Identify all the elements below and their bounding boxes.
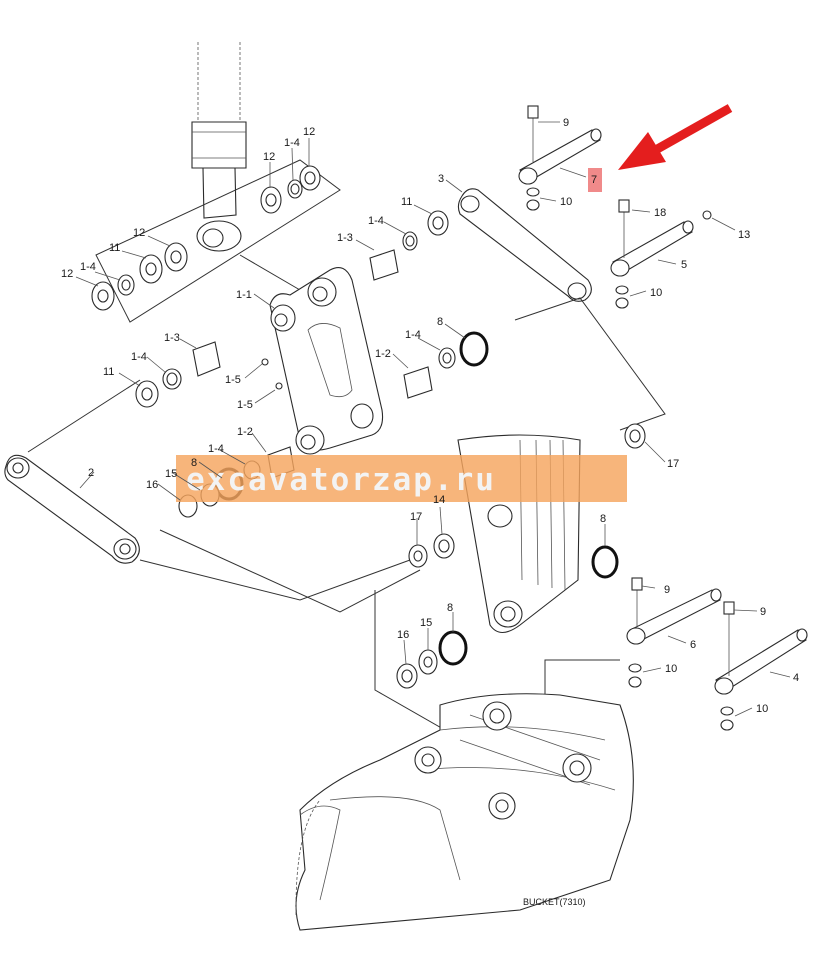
callout-9a: 9 xyxy=(563,117,569,129)
callout-1-4b: 1-4 xyxy=(80,261,96,273)
pin-part-5 xyxy=(610,199,712,309)
callout-10d: 10 xyxy=(756,703,768,715)
callout-6: 6 xyxy=(690,639,696,651)
callout-5: 5 xyxy=(681,259,687,271)
callout-4: 4 xyxy=(793,672,799,684)
callout-12b: 12 xyxy=(263,151,275,163)
callout-11b: 11 xyxy=(401,196,412,208)
callout-17a: 17 xyxy=(667,458,679,470)
leader-frame-right xyxy=(239,254,666,431)
callout-1-3a: 1-3 xyxy=(337,232,353,244)
drawing-caption: BUCKET(7310) xyxy=(523,897,586,907)
callout-leaders xyxy=(75,121,791,717)
guide-link-part-1-1 xyxy=(261,267,384,455)
callout-11c: 11 xyxy=(103,366,114,378)
callout-8c: 8 xyxy=(600,513,606,525)
callout-13: 13 xyxy=(738,229,750,241)
link-part-3 xyxy=(369,188,592,302)
upper-washers xyxy=(91,165,321,311)
pin-part-7 xyxy=(518,105,602,211)
callout-15a: 15 xyxy=(165,468,177,480)
callout-9b: 9 xyxy=(664,584,670,596)
callout-2: 2 xyxy=(88,467,94,479)
watermark-text: excavatorzap.ru xyxy=(186,462,496,498)
callout-15b: 15 xyxy=(420,617,432,629)
callout-16b: 16 xyxy=(397,629,409,641)
leader-frame-lower xyxy=(159,529,421,613)
part-7-highlight xyxy=(588,168,602,192)
callout-1-4a: 1-4 xyxy=(284,137,300,149)
washer-group-frame-upper xyxy=(95,159,341,323)
callout-1-4c: 1-4 xyxy=(368,215,384,227)
callout-18: 18 xyxy=(654,207,666,219)
link-part-2 xyxy=(4,454,140,564)
callout-9c: 9 xyxy=(760,606,766,618)
callout-1-5a: 1-5 xyxy=(225,374,241,386)
callout-12c: 12 xyxy=(133,227,145,239)
callout-1-4d: 1-4 xyxy=(405,329,421,341)
callout-1-5b: 1-5 xyxy=(237,399,253,411)
callout-8b: 8 xyxy=(191,457,197,469)
callout-12d: 12 xyxy=(61,268,73,280)
pin-part-6 xyxy=(626,577,722,688)
callout-8d: 8 xyxy=(447,602,453,614)
leader-frame-left xyxy=(27,379,411,601)
callout-10a: 10 xyxy=(560,196,572,208)
callout-labels: 12 1-4 12 12 11 1-4 12 9 7 10 3 11 1-4 1… xyxy=(61,117,799,715)
watermark-band xyxy=(176,455,627,502)
callout-12a: 12 xyxy=(303,126,315,138)
callout-1-2b: 1-2 xyxy=(237,426,253,438)
callout-8a: 8 xyxy=(437,316,443,328)
washers-17 xyxy=(408,423,646,568)
callout-1-2a: 1-2 xyxy=(375,348,391,360)
callout-10b: 10 xyxy=(650,287,662,299)
cylinder-rod xyxy=(191,42,247,252)
pin-part-4 xyxy=(714,601,808,731)
callout-1-4e: 1-4 xyxy=(131,351,147,363)
callout-14: 14 xyxy=(433,494,445,506)
callout-17b: 17 xyxy=(410,511,422,523)
callout-1-1: 1-1 xyxy=(236,289,252,301)
callout-7: 7 xyxy=(591,174,597,186)
callout-1-3b: 1-3 xyxy=(164,332,180,344)
callout-10c: 10 xyxy=(665,663,677,675)
callout-11a: 11 xyxy=(109,242,120,254)
bucket xyxy=(295,693,634,931)
callout-3: 3 xyxy=(438,173,444,185)
red-arrow-icon xyxy=(618,104,733,170)
callout-16a: 16 xyxy=(146,479,158,491)
callout-1-4f: 1-4 xyxy=(208,443,224,455)
